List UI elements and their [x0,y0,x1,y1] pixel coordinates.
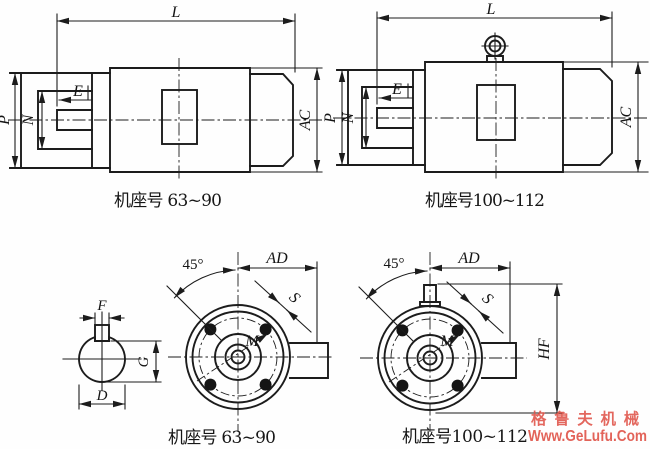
dimension-45deg: 45° [166,257,236,342]
fan-cover [562,68,613,166]
dimension-HF: HF [435,283,563,414]
caption-frame-63-90-front: 机座号 63~90 [168,428,276,448]
label-AD: AD [265,250,288,267]
side-view-large: L E P N AC 机座号100~112 [322,1,649,211]
dimension-AD: AD [429,250,511,343]
crosshair-centerlines [360,252,527,432]
dimension-L: L [56,4,296,107]
dimension-N: N [340,86,370,149]
flange-circles [377,305,483,411]
dimension-D: D [78,384,126,410]
label-D: D [96,388,108,404]
label-AD: AD [457,250,480,267]
flange-circles [185,304,291,410]
label-S: S [285,289,303,307]
side-view-small: L E P N AC 机座号 63~90 [0,4,323,211]
shaft-circle-hatched [78,335,126,383]
flange-assembly [9,72,111,169]
label-45deg: 45° [384,256,405,272]
label-N: N [20,113,37,126]
dimension-E: E [378,81,414,102]
motor-body [424,58,649,180]
lifting-eyebolt [481,32,509,63]
shaft [376,107,414,129]
label-P: P [322,113,339,124]
shaft [56,109,93,131]
key [94,324,110,342]
terminal-box [161,89,198,145]
motor-body [109,58,323,180]
label-N: N [340,111,357,124]
dimension-AC: AC [618,61,642,173]
label-L: L [171,4,181,21]
dimension-P: P [0,72,19,169]
label-E: E [391,81,402,98]
fan-cover [249,73,294,167]
label-P: P [0,115,13,126]
label-AC: AC [618,106,635,128]
caption-frame-100-112-side: 机座号100~112 [425,191,545,211]
watermark: 格鲁夫机械 Www.GeLufu.Com [528,409,647,445]
caption-frame-63-90-side: 机座号 63~90 [114,191,222,211]
dimension-E: E [58,83,93,104]
front-view-small: AD 45° S M 机座号 63~90 [166,250,334,448]
dimension-AD: AD [237,250,318,343]
label-45deg: 45° [183,257,204,273]
bolt-circle [198,317,278,397]
dimension-L: L [376,1,613,105]
terminal-box-front [481,342,517,379]
dimension-45deg: 45° [358,256,428,343]
dimension-F: F [79,298,125,325]
dimension-N: N [20,90,46,150]
shaft-section: F G D [62,298,162,410]
label-S: S [478,290,496,308]
dimension-M: M [196,333,269,382]
flange-assembly [336,69,426,166]
label-G: G [136,356,152,367]
dimension-M: M [388,333,461,383]
terminal-box-front [289,342,329,379]
label-E: E [72,83,83,100]
label-AC: AC [297,109,314,131]
section-centerlines [62,311,142,391]
label-L: L [486,1,496,18]
dimension-G: G [105,340,162,383]
dimension-P: P [322,69,346,166]
watermark-brand: 格鲁夫机械 [531,409,647,428]
label-F: F [96,298,107,314]
watermark-url: Www.GeLufu.Com [528,428,647,445]
bolt-circle [390,318,470,398]
label-M: M [439,333,455,350]
label-HF: HF [536,338,553,361]
dimension-AC: AC [297,67,321,173]
label-M: M [244,333,260,350]
caption-frame-100-112-front: 机座号100~112 [402,427,528,447]
